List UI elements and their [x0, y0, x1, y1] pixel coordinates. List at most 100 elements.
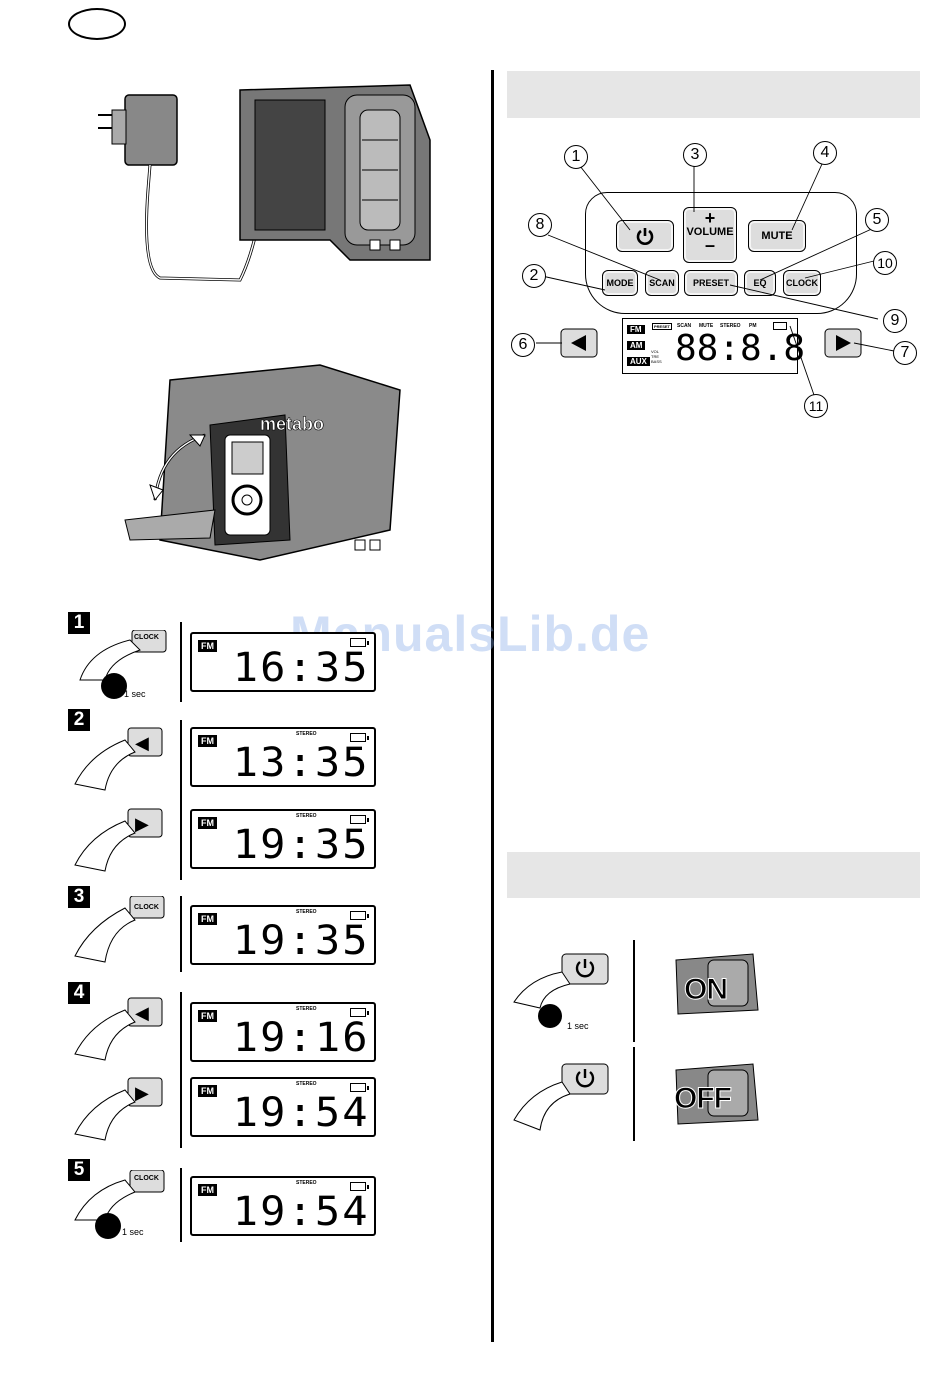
step-rule [180, 720, 182, 880]
step-number-1: 1 [68, 612, 90, 634]
on-label: ON [684, 973, 729, 1007]
preset-button[interactable]: PRESET [684, 270, 738, 296]
step2b-time: 19:35 [232, 822, 370, 868]
label-bass: BASS [651, 359, 662, 364]
battery-icon [773, 322, 787, 330]
control-panel-display: FM AM AUX PRESET SCAN MUTE STEREO PM VOL… [622, 318, 805, 374]
charger-connection-illustration [98, 84, 431, 282]
stereo-indicator: STEREO [296, 1081, 317, 1087]
off-label: OFF [674, 1082, 733, 1116]
battery-icon [350, 815, 369, 824]
battery-icon [350, 1008, 369, 1017]
hand-press-clock-3 [74, 896, 165, 963]
step1-hold-label: 1 sec [124, 689, 146, 699]
power-on-hold-label: 1 sec [567, 1021, 589, 1031]
stereo-indicator: STEREO [296, 813, 317, 819]
indicator-pm: PM [749, 323, 757, 329]
step1-lcd: FM 16:35 [190, 632, 376, 692]
step3-lcd: FM STEREO 19:35 [190, 905, 376, 965]
scan-button[interactable]: SCAN [645, 270, 679, 296]
step5-lcd: FM STEREO 19:54 [190, 1176, 376, 1236]
step3-button-label: CLOCK [134, 904, 159, 911]
hand-press-power-off [513, 1063, 609, 1131]
step2a-button-label: ◀ [135, 733, 149, 753]
step3-time: 19:35 [232, 918, 370, 964]
step5-time: 19:54 [232, 1189, 370, 1235]
preset-indicator: PRESET [652, 323, 673, 330]
step4a-lcd: FM STEREO 19:16 [190, 1002, 376, 1062]
label-tre: TRE [651, 354, 659, 359]
display-digits: 88:8.8 [675, 328, 806, 369]
column-divider [491, 70, 494, 1342]
volume-minus: – [704, 235, 715, 255]
hand-press-right-arrow-4 [74, 1077, 163, 1141]
stereo-indicator: STEREO [296, 731, 317, 737]
mute-button[interactable]: MUTE [748, 220, 806, 252]
fm-badge: FM [198, 1010, 217, 1022]
fm-badge: FM [198, 1085, 217, 1097]
power-rule-off [633, 1047, 635, 1141]
stopwatch-icon [95, 1213, 121, 1239]
step-number-4: 4 [68, 982, 90, 1004]
battery-icon [350, 1182, 369, 1191]
power-icon [575, 1071, 595, 1088]
callout-7: 7 [893, 341, 917, 365]
hand-press-clock-5 [74, 1170, 165, 1239]
fm-badge: FM [198, 735, 217, 747]
stopwatch-icon [101, 673, 127, 699]
radio-on-image [675, 953, 759, 1015]
callout-8: 8 [528, 213, 552, 237]
right-arrow-icon [836, 335, 851, 351]
stereo-indicator: STEREO [296, 909, 317, 915]
radio-off-image [675, 1063, 759, 1125]
step-rule [180, 896, 182, 972]
indicator-stereo: STEREO [720, 323, 741, 329]
callout-11: 11 [804, 394, 828, 418]
callout-6: 6 [511, 333, 535, 357]
stereo-indicator: STEREO [296, 1006, 317, 1012]
fm-badge: FM [198, 817, 217, 829]
battery-icon [350, 733, 369, 742]
step-rule [180, 992, 182, 1148]
volume-button[interactable]: + VOLUME – [683, 207, 737, 263]
callout-leader-lines [536, 163, 895, 396]
volume-plus: + [704, 208, 716, 228]
power-button[interactable] [616, 220, 674, 252]
step1-time: 16:35 [232, 645, 370, 691]
step4a-button-label: ◀ [135, 1003, 149, 1023]
step2b-button-label: ▶ [135, 814, 149, 834]
power-icon [636, 228, 654, 245]
stopwatch-icon [538, 1004, 562, 1028]
battery-icon [350, 1083, 369, 1092]
step-number-5: 5 [68, 1159, 90, 1181]
step-number-2: 2 [68, 709, 90, 731]
step4a-time: 19:16 [232, 1015, 370, 1061]
step5-hold-label: 1 sec [122, 1227, 144, 1237]
right-arrow-button[interactable] [824, 328, 864, 360]
mode-button[interactable]: MODE [602, 270, 638, 296]
fm-badge: FM [198, 913, 217, 925]
section-header-bar-power [507, 852, 920, 898]
brand-logo: metabo [260, 414, 324, 434]
battery-icon [350, 638, 369, 647]
step1-button-label: CLOCK [134, 634, 159, 641]
fm-badge: FM [198, 1184, 217, 1196]
callout-3: 3 [683, 143, 707, 167]
callout-4: 4 [813, 141, 837, 165]
indicator-mute: MUTE [699, 323, 714, 329]
callout-10: 10 [873, 251, 897, 275]
hand-press-left-arrow [74, 727, 163, 791]
control-panel-outline [585, 192, 857, 314]
clock-button[interactable]: CLOCK [783, 270, 821, 296]
band-aux: AUX [627, 357, 650, 366]
step-rule [180, 622, 182, 702]
hand-press-right-arrow [74, 808, 163, 872]
callout-2: 2 [522, 264, 546, 288]
step2a-time: 13:35 [232, 740, 370, 786]
stereo-indicator: STEREO [296, 1180, 317, 1186]
language-indicator [68, 8, 126, 40]
power-icon [575, 961, 595, 978]
left-arrow-icon [571, 335, 586, 351]
battery-icon [350, 911, 369, 920]
step2a-lcd: FM STEREO 13:35 [190, 727, 376, 787]
